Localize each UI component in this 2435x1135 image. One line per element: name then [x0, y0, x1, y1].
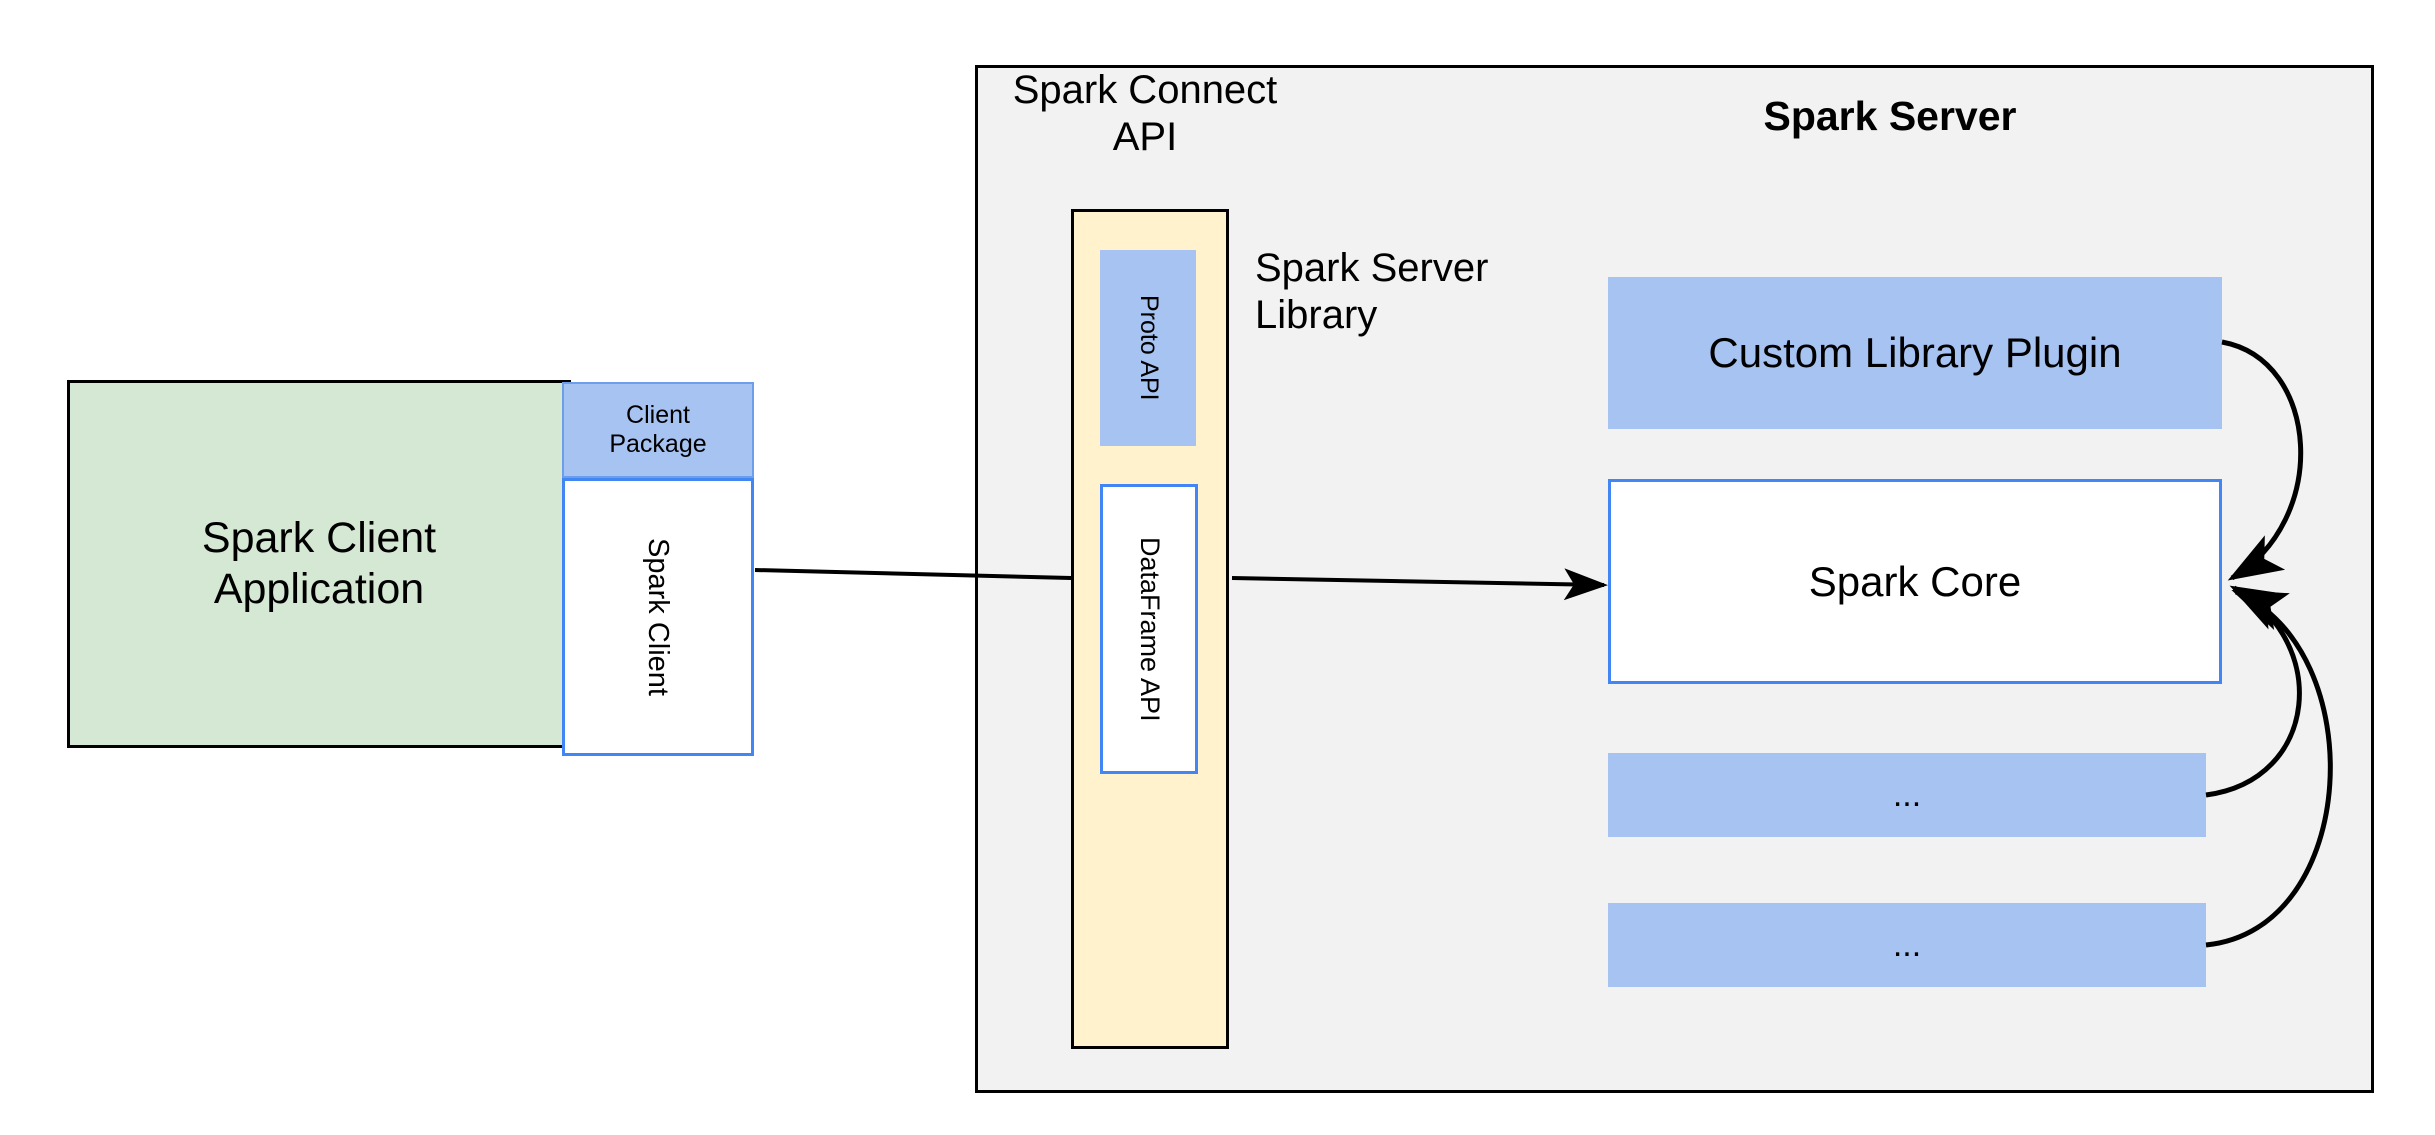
spark-connect-api-label: Spark Connect API [1012, 67, 1278, 159]
dataframe-api-box[interactable]: DataFrame API [1100, 484, 1198, 774]
client-package-box[interactable]: Client Package [562, 382, 754, 478]
dataframe-api-label: DataFrame API [1134, 536, 1165, 722]
spark-client-box[interactable]: Spark Client [562, 478, 754, 756]
spark-server-library-label: Spark Server Library [1255, 246, 1489, 338]
proto-api-box[interactable]: Proto API [1100, 250, 1196, 446]
spark-client-label: Spark Client [642, 538, 675, 696]
spark-core-box[interactable]: Spark Core [1608, 479, 2222, 684]
ellipsis-box-1[interactable]: ... [1608, 753, 2206, 837]
ellipsis-box-2[interactable]: ... [1608, 903, 2206, 987]
custom-library-plugin-box[interactable]: Custom Library Plugin [1608, 277, 2222, 429]
spark-client-application-box[interactable]: Spark Client Application [67, 380, 571, 748]
proto-api-label: Proto API [1134, 295, 1163, 401]
spark-server-title: Spark Server [1763, 92, 2017, 139]
